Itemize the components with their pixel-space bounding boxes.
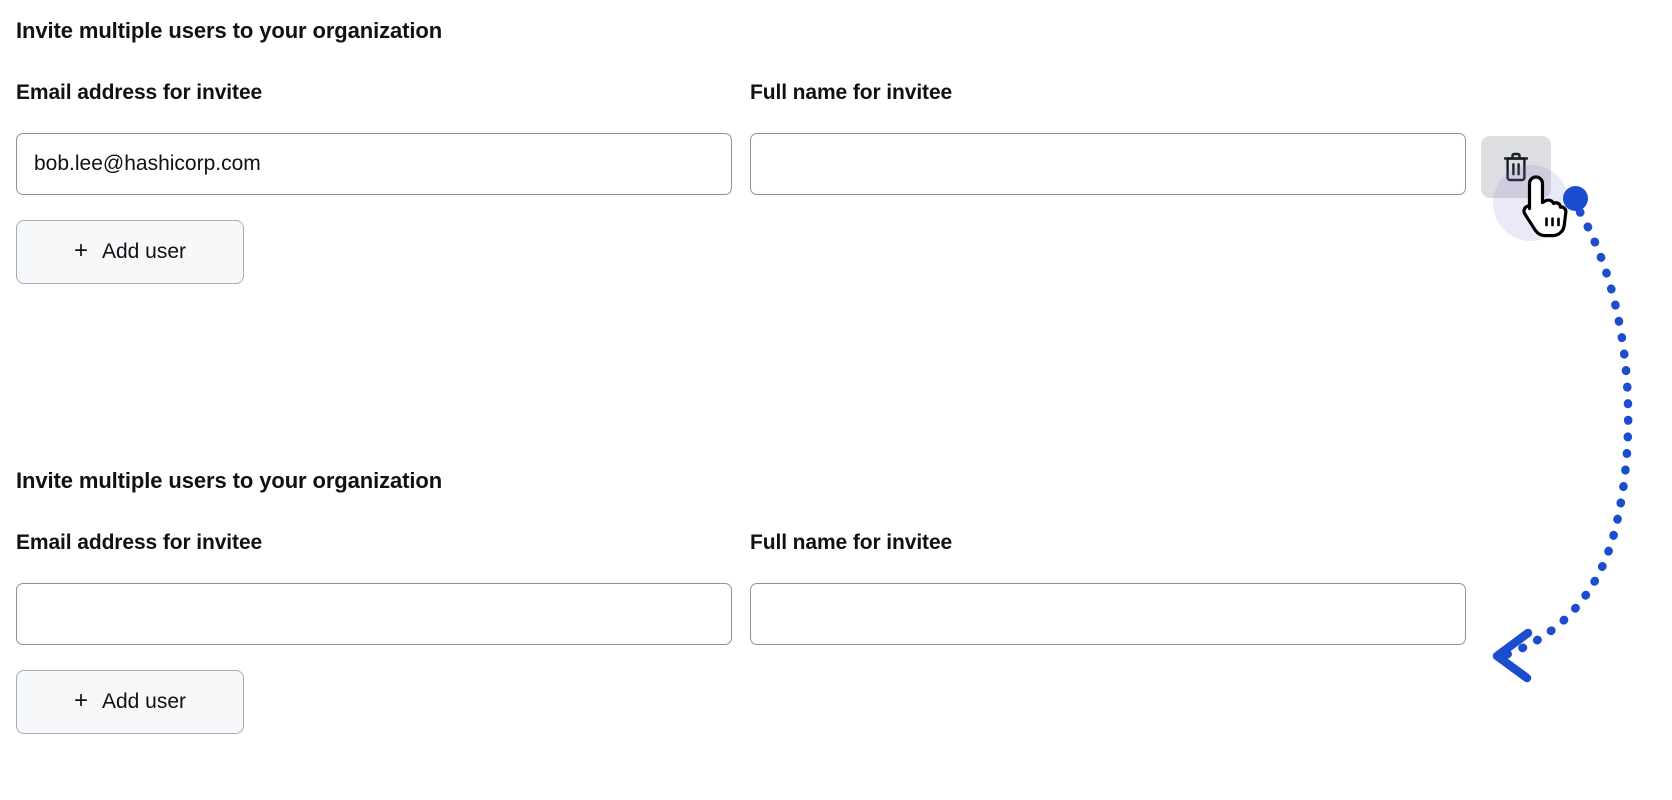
trash-icon <box>1503 152 1529 182</box>
add-user-label: Add user <box>101 240 187 263</box>
email-field-label: Email address for invitee <box>16 81 263 104</box>
annotation-origin-dot <box>1563 186 1588 211</box>
plus-icon: + <box>73 687 88 714</box>
delete-row-button[interactable] <box>1481 136 1551 198</box>
section-title: Invite multiple users to your organizati… <box>16 468 443 493</box>
full-name-input[interactable] <box>750 133 1466 195</box>
full-name-field-label: Full name for invitee <box>750 531 953 554</box>
email-input[interactable] <box>16 133 732 195</box>
section-title: Invite multiple users to your organizati… <box>16 18 443 43</box>
add-user-label: Add user <box>101 690 187 713</box>
full-name-input[interactable] <box>750 583 1466 645</box>
add-user-button[interactable]: + Add user <box>16 220 244 284</box>
add-user-button[interactable]: + Add user <box>16 670 244 734</box>
plus-icon: + <box>73 237 88 264</box>
email-input[interactable] <box>16 583 732 645</box>
full-name-field-label: Full name for invitee <box>750 81 953 104</box>
email-field-label: Email address for invitee <box>16 531 263 554</box>
